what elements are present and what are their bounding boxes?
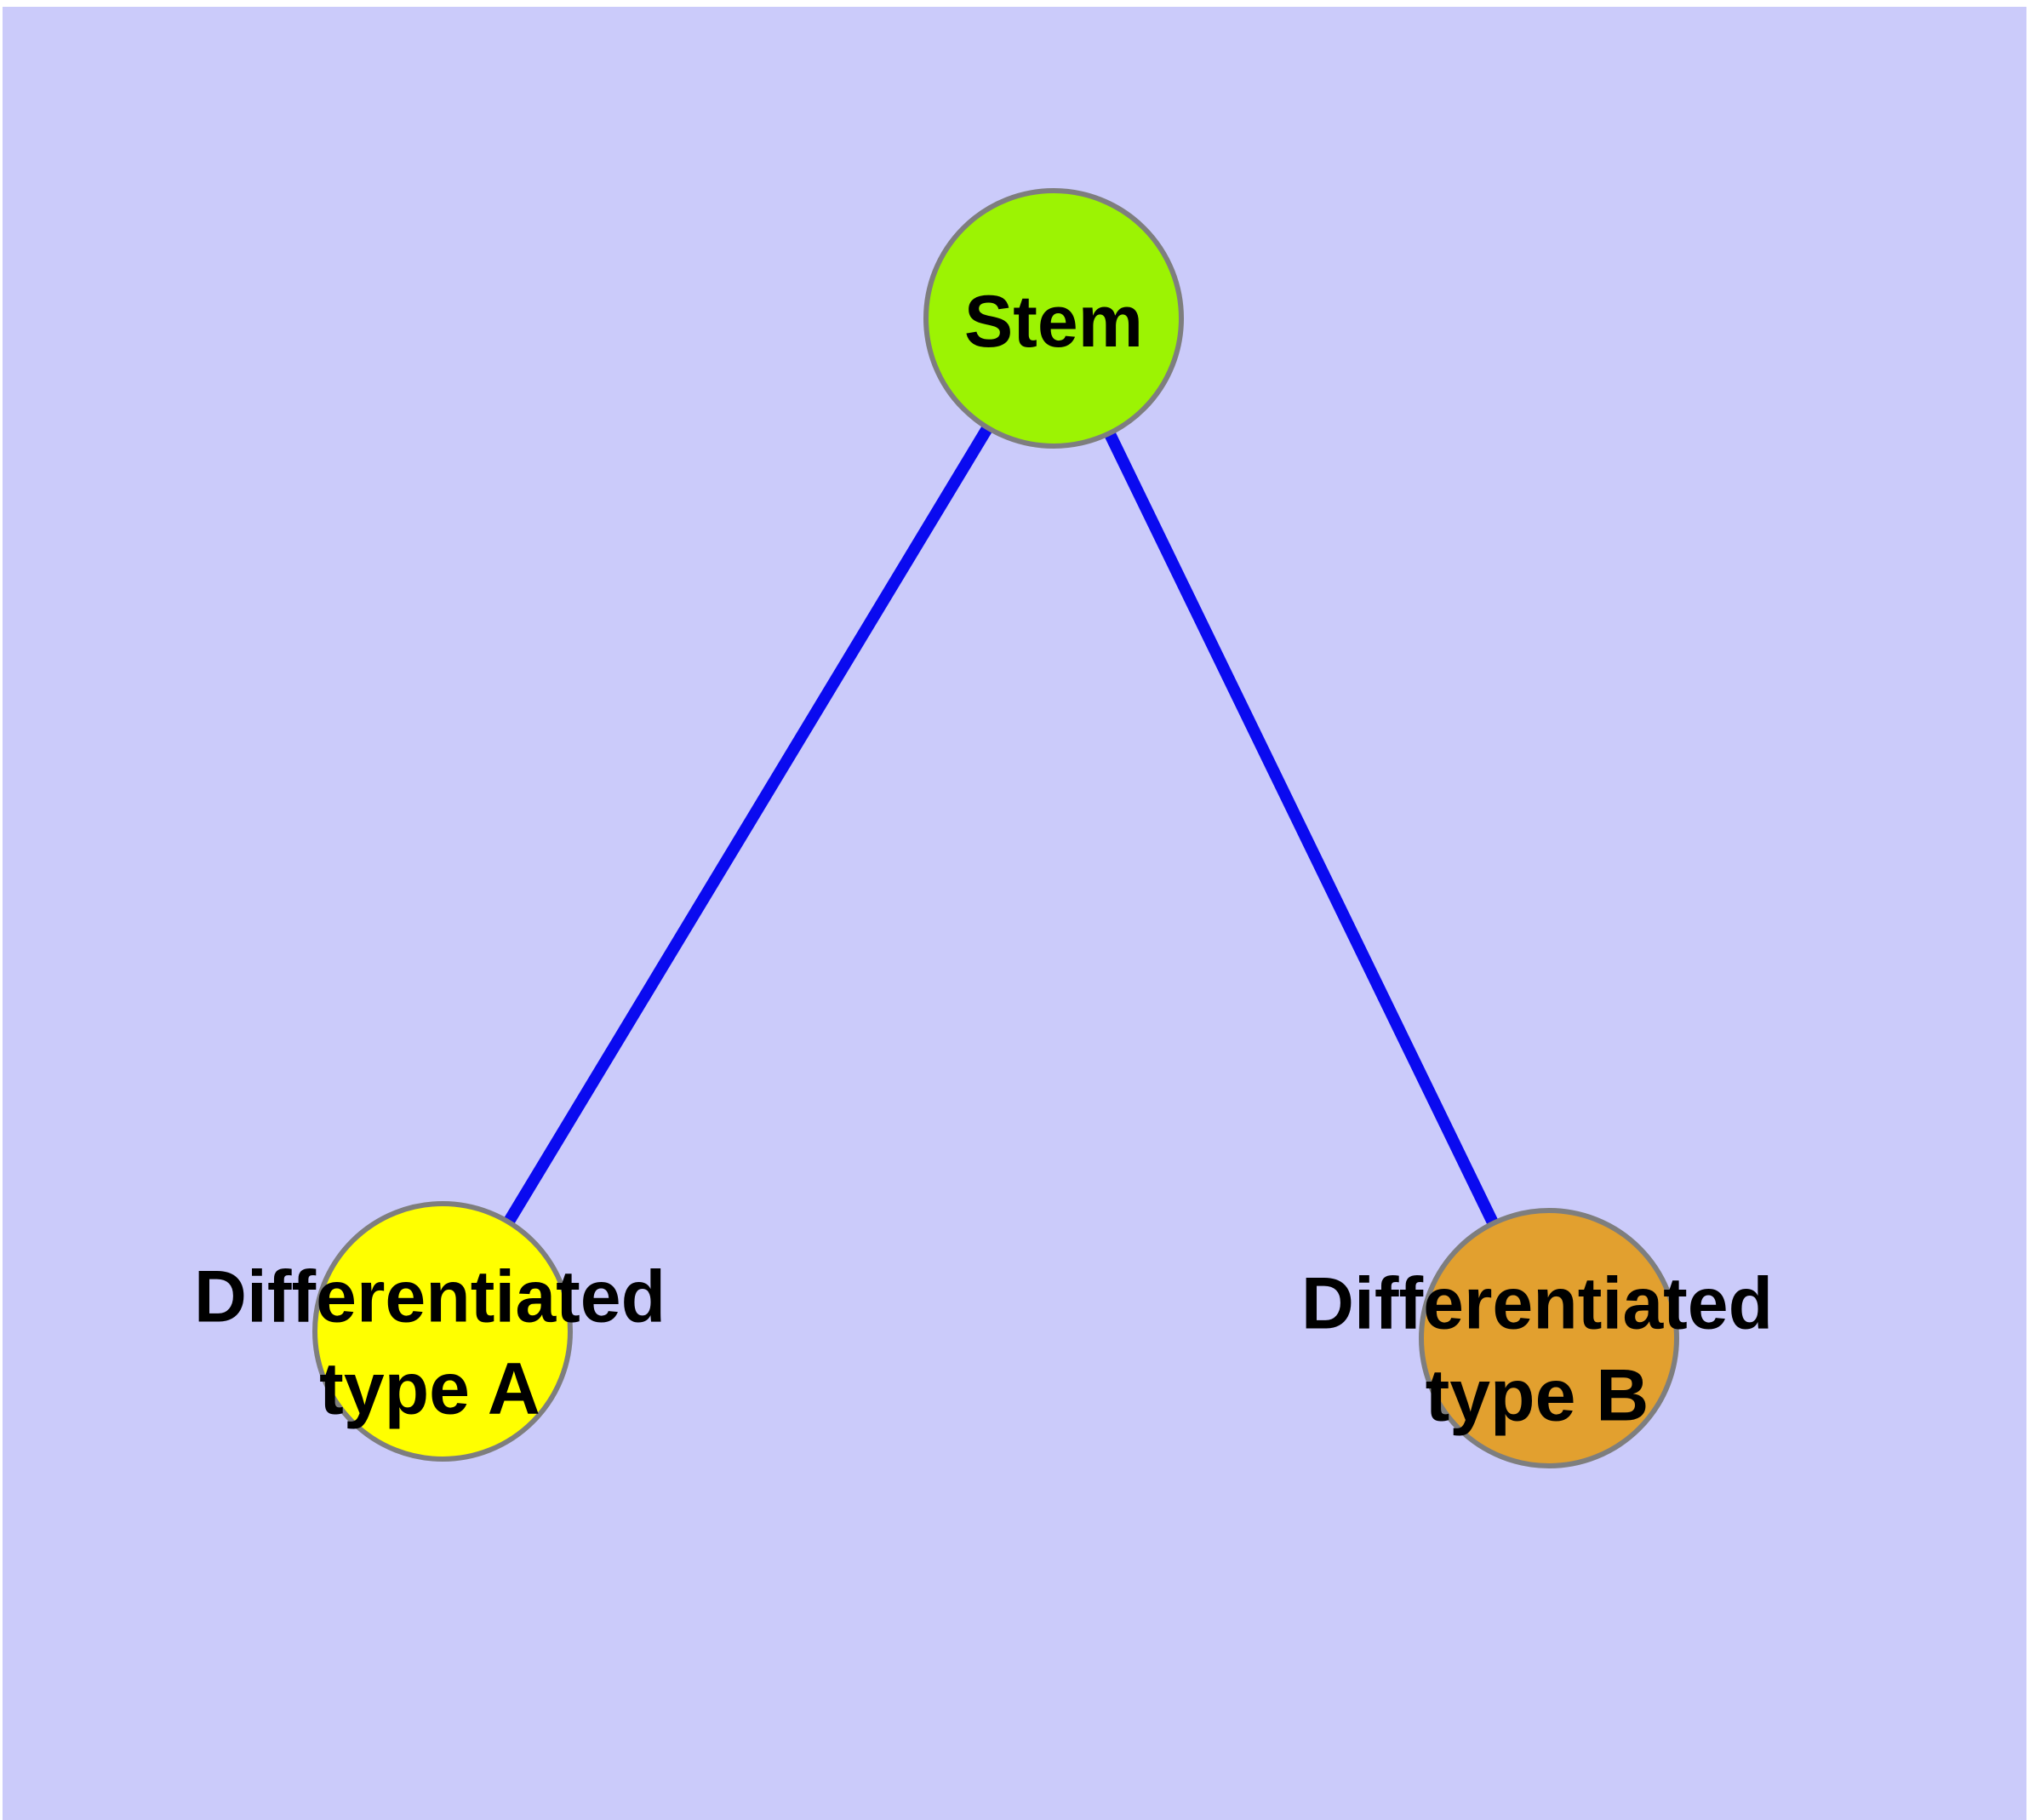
- edge-stem-to-type-b: [1048, 315, 1555, 1342]
- node-stem: [923, 188, 1184, 449]
- edge-stem-to-type-a: [437, 315, 1059, 1335]
- node-differentiated-type-a: [312, 1201, 573, 1462]
- node-differentiated-type-b: [1419, 1208, 1679, 1468]
